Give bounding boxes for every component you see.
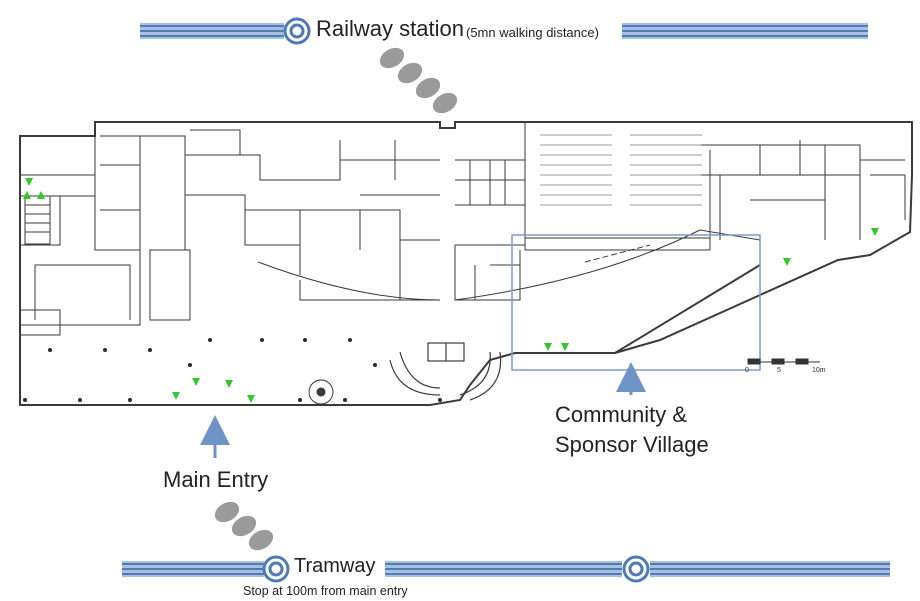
railway-station-label: Railway station (316, 16, 464, 41)
tram-stop-circle-icon (262, 555, 290, 583)
scale-mark-5: 5 (777, 367, 781, 374)
scale-mark-0: 0 (745, 367, 749, 374)
exit-marker (544, 343, 552, 351)
tramway-line-left (122, 561, 264, 577)
exit-marker (871, 228, 879, 236)
green-triangle-icon-group (23, 178, 879, 403)
tramway-stop-note: Stop at 100m from main entry (243, 584, 408, 598)
exit-marker (37, 191, 45, 199)
floor-plan (19, 121, 913, 406)
tramway-line (122, 555, 890, 583)
exit-marker (225, 380, 233, 388)
stair-left (24, 195, 51, 245)
floor-plan-outline (19, 121, 913, 406)
exit-marker (23, 191, 31, 199)
community-village-label: Community & Sponsor Village (555, 400, 709, 460)
scale-bar (747, 358, 820, 365)
tramway-footstep-dots-icon (214, 501, 274, 551)
exit-marker (192, 378, 200, 386)
exit-marker (561, 343, 569, 351)
exit-marker (172, 392, 180, 400)
station-circle-icon (283, 17, 311, 45)
exit-marker (25, 178, 33, 186)
seating-area (540, 134, 702, 206)
railway-footstep-dots-icon (379, 47, 458, 114)
community-label-line1: Community & (555, 402, 688, 427)
community-village-highlight (511, 234, 761, 371)
central-staircase (389, 342, 502, 401)
tramway-line-middle (385, 561, 622, 577)
exit-marker (247, 395, 255, 403)
railway-line-left (140, 23, 284, 39)
exit-marker (783, 258, 791, 266)
community-label-line2: Sponsor Village (555, 432, 709, 457)
tram-stop-circle-icon-2 (622, 555, 650, 583)
main-entry-label: Main Entry (163, 467, 269, 492)
columns (23, 338, 442, 402)
railway-walking-note: (5mn walking distance) (466, 25, 599, 40)
spiral-stair (308, 379, 334, 405)
scale-mark-10: 10m (812, 367, 826, 374)
railway-line-right (622, 23, 868, 39)
railway-line (140, 17, 868, 45)
tramway-line-right (650, 561, 890, 577)
tramway-label: Tramway (294, 555, 376, 577)
